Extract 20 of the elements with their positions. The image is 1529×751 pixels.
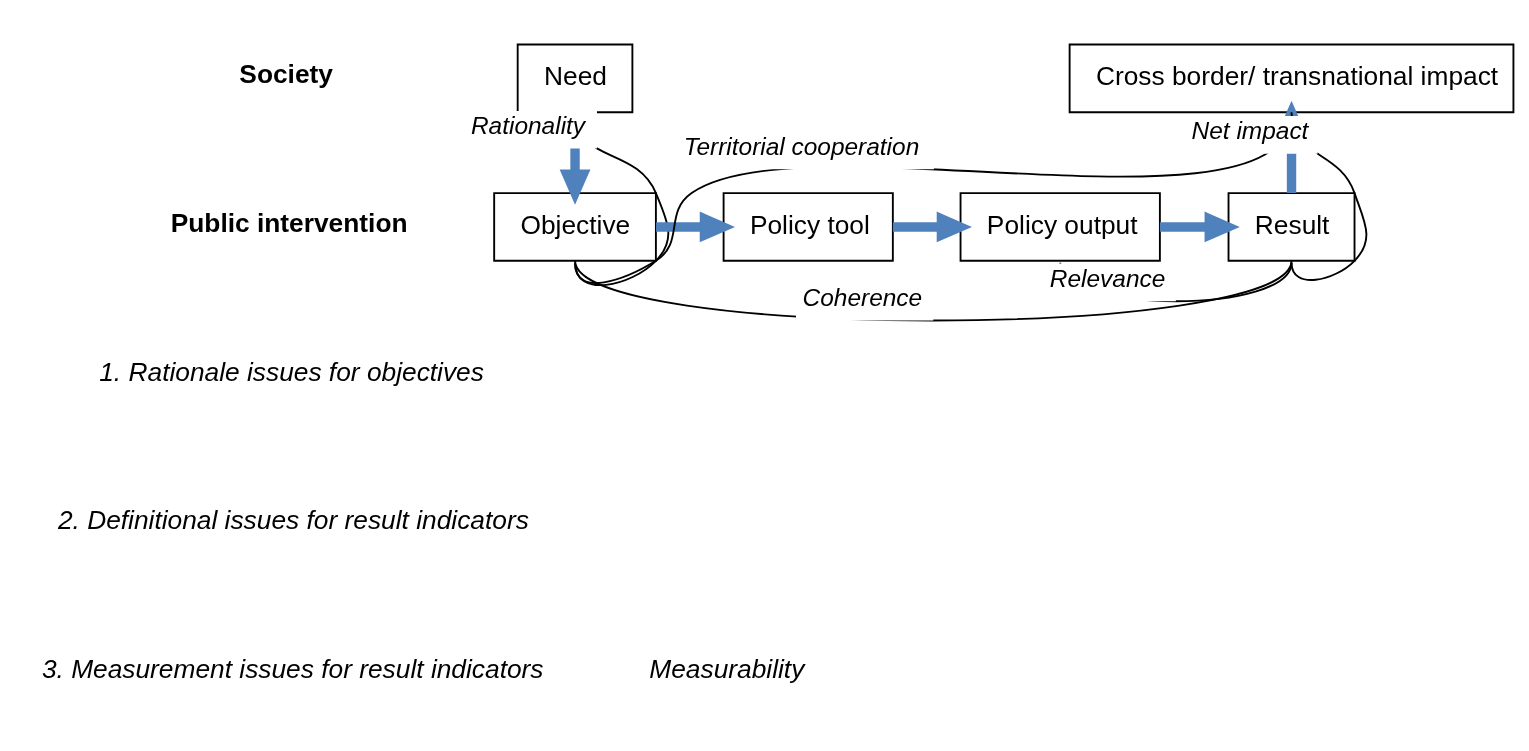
node-box: Need — [516, 43, 634, 114]
node-box: Policy output — [959, 192, 1161, 262]
node-box: Objective — [493, 192, 657, 262]
node-box: Cross border/ transnational impact — [1068, 43, 1515, 114]
label: Society — [239, 59, 333, 90]
node-box: Policy tool — [722, 192, 894, 262]
edge-label: Relevance — [1049, 264, 1166, 292]
label: Measurability — [649, 653, 805, 684]
arrow — [892, 211, 972, 243]
node-box: Result — [1227, 192, 1356, 262]
edge-label: Net impact — [1191, 117, 1309, 145]
label: 3. Measurement issues for result indicators — [41, 653, 544, 684]
edge-label: Rationality — [470, 112, 586, 140]
label: Public intervention — [170, 208, 408, 239]
arrow — [1159, 211, 1240, 243]
arrow — [656, 211, 735, 243]
edge-label: Coherence — [802, 284, 923, 312]
edge-label: Territorial cooperation — [683, 133, 920, 160]
label: 1. Rationale issues for objectives — [99, 356, 484, 387]
label: 2. Definitional issues for result indicators — [57, 505, 529, 536]
